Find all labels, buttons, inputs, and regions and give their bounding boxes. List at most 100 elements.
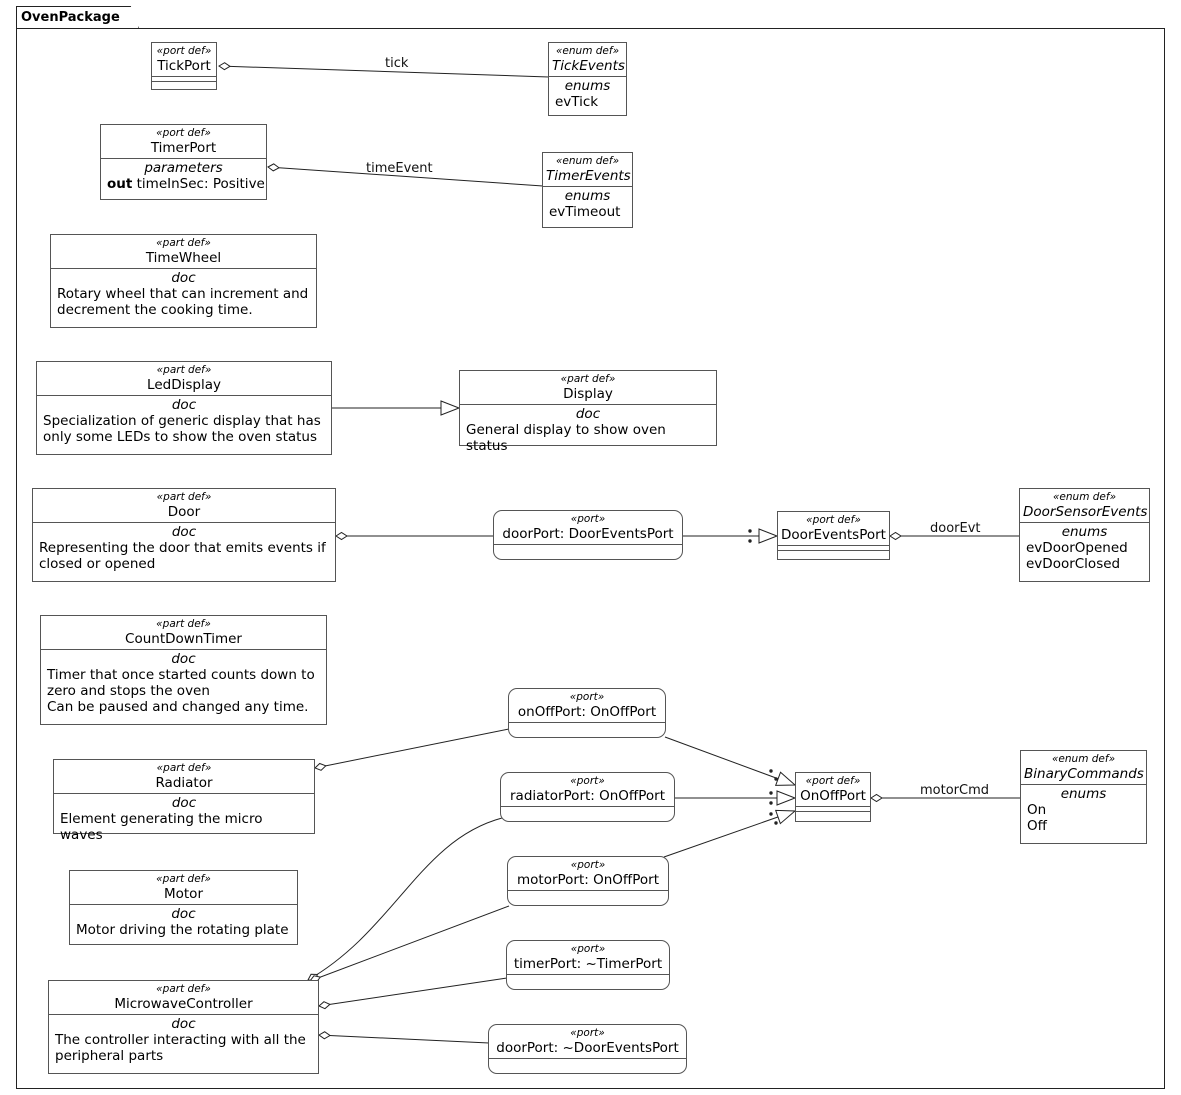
stereotype-label: «port»: [570, 513, 606, 525]
stereotype-label: «enum def»: [1051, 753, 1116, 765]
doc-text: Motor driving the rotating plate: [76, 922, 289, 938]
controller-to-timerport-connector[interactable]: [318, 977, 508, 1010]
leddisplay-part-def[interactable]: «part def» LedDisplay doc Specialization…: [36, 361, 332, 455]
stereotype-label: «port def»: [806, 514, 861, 526]
element-name: timerPort: ~TimerPort: [513, 956, 663, 972]
stereotype-label: «part def»: [156, 762, 212, 774]
timerport-def[interactable]: «port def» TimerPort parameters out time…: [100, 124, 267, 200]
door-part-def[interactable]: «part def» Door doc Representing the doo…: [32, 488, 336, 582]
stereotype-label: «port»: [569, 691, 605, 703]
enums-compartment-title: enums: [1060, 786, 1107, 802]
enum-literal: evTimeout: [549, 204, 621, 220]
element-name: CountDownTimer: [125, 631, 242, 647]
element-name: doorPort: ~DoorEventsPort: [496, 1040, 679, 1056]
element-name: Display: [563, 386, 613, 402]
tick-connector[interactable]: [218, 62, 550, 78]
tick-label: tick: [385, 56, 409, 71]
stereotype-label: «part def»: [156, 873, 211, 885]
radiatorport-usage[interactable]: «port» radiatorPort: OnOffPort: [500, 772, 675, 822]
tickevents-enum-def[interactable]: «enum def» TickEvents enums evTick: [548, 42, 627, 116]
controller-to-doorport-connector[interactable]: [318, 1031, 490, 1044]
doc-text: Representing the door that emits events …: [39, 540, 326, 572]
doc-compartment-title: doc: [171, 795, 197, 811]
motor-part-def[interactable]: «part def» Motor doc Motor driving the r…: [69, 870, 298, 945]
stereotype-label: «part def»: [560, 373, 616, 385]
enum-literal: On: [1027, 802, 1047, 818]
stereotype-label: «port def»: [805, 775, 861, 787]
enum-literal: Off: [1027, 818, 1047, 834]
element-name: motorPort: OnOffPort: [517, 872, 659, 888]
direction-keyword: out: [107, 176, 133, 192]
radiator-to-onoffport-connector[interactable]: [314, 728, 510, 771]
timeevent-connector[interactable]: [267, 163, 544, 187]
onoffport-def[interactable]: «port def» OnOffPort: [795, 772, 871, 822]
stereotype-label: «enum def»: [555, 155, 620, 167]
element-name: LedDisplay: [147, 377, 221, 393]
doc-compartment-title: doc: [171, 1016, 196, 1032]
doc-compartment-title: doc: [171, 270, 196, 286]
controller-to-radiatorport-connector[interactable]: [307, 817, 503, 981]
element-name: TimerEvents: [546, 168, 631, 184]
element-name: radiatorPort: OnOffPort: [510, 788, 665, 804]
stereotype-label: «port»: [570, 859, 606, 871]
element-name: doorPort: DoorEventsPort: [502, 526, 674, 542]
stereotype-label: «port»: [570, 775, 605, 787]
parameter-signature: timeInSec: Positive: [136, 176, 265, 192]
timeevent-label: timeEvent: [366, 161, 433, 176]
enum-literal: evDoorOpened: [1026, 540, 1128, 556]
doorevt-label: doorEvt: [930, 521, 981, 536]
doc-compartment-title: doc: [171, 397, 197, 413]
timewheel-part-def[interactable]: «part def» TimeWheel doc Rotary wheel th…: [50, 234, 317, 328]
tickport-def[interactable]: «port def» TickPort: [151, 42, 217, 90]
element-name: Motor: [163, 886, 203, 902]
element-name: TimerPort: [150, 140, 217, 156]
onoffport-typing[interactable]: [664, 736, 797, 786]
parameter-line: out timeInSec: Positive: [107, 176, 265, 192]
element-name: Radiator: [155, 775, 213, 791]
motorport-typing[interactable]: [663, 809, 797, 858]
doc-text: Timer that once started counts down to z…: [47, 667, 315, 715]
enums-compartment-title: enums: [564, 188, 611, 204]
element-name: onOffPort: OnOffPort: [517, 704, 657, 720]
doc-text: Rotary wheel that can increment and decr…: [57, 286, 309, 318]
element-name: TimeWheel: [145, 250, 222, 266]
stereotype-label: «part def»: [156, 618, 211, 630]
onoffport-usage[interactable]: «port» onOffPort: OnOffPort: [508, 688, 666, 738]
microwavecontroller-part-def[interactable]: «part def» MicrowaveController doc The c…: [48, 980, 319, 1074]
stereotype-label: «part def»: [156, 491, 212, 503]
parameters-compartment-title: parameters: [144, 160, 223, 176]
display-part-def[interactable]: «part def» Display doc General display t…: [459, 370, 717, 454]
timerport-usage[interactable]: «port» timerPort: ~TimerPort: [506, 940, 670, 990]
countdowntimer-part-def[interactable]: «part def» CountDownTimer doc Timer that…: [40, 615, 327, 725]
stereotype-label: «enum def»: [555, 45, 620, 57]
stereotype-label: «part def»: [156, 364, 212, 376]
motorport-usage[interactable]: «port» motorPort: OnOffPort: [507, 856, 669, 906]
doc-text: The controller interacting with all the …: [55, 1032, 306, 1064]
binarycommands-enum-def[interactable]: «enum def» BinaryCommands enums On Off: [1020, 750, 1147, 844]
doorsensorevents-enum-def[interactable]: «enum def» DoorSensorEvents enums evDoor…: [1019, 488, 1150, 582]
doc-text: Element generating the micro waves: [60, 811, 263, 843]
controller-to-motorport-connector[interactable]: [309, 905, 510, 983]
doorport-conjugated-usage[interactable]: «port» doorPort: ~DoorEventsPort: [488, 1024, 687, 1074]
dooreventsport-def[interactable]: «port def» DoorEventsPort: [777, 511, 890, 560]
doc-compartment-title: doc: [171, 651, 196, 667]
enum-literal: evDoorClosed: [1026, 556, 1121, 572]
radiator-part-def[interactable]: «part def» Radiator doc Element generati…: [53, 759, 315, 843]
motorcmd-label: motorCmd: [920, 783, 989, 798]
element-name: OnOffPort: [800, 788, 866, 804]
doc-text: Specialization of generic display that h…: [43, 413, 321, 445]
element-name: TickEvents: [552, 58, 625, 74]
doc-text: General display to show oven status: [466, 422, 666, 454]
timerevents-enum-def[interactable]: «enum def» TimerEvents enums evTimeout: [542, 152, 633, 228]
doc-compartment-title: doc: [575, 406, 601, 422]
element-name: TickPort: [157, 58, 211, 74]
doorport-usage[interactable]: «port» doorPort: DoorEventsPort: [493, 510, 683, 560]
enums-compartment-title: enums: [1061, 524, 1108, 540]
enums-compartment-title: enums: [564, 78, 611, 94]
element-name: DoorSensorEvents: [1023, 504, 1148, 520]
element-name: BinaryCommands: [1024, 766, 1144, 782]
element-name: MicrowaveController: [114, 996, 253, 1012]
package-tab[interactable]: OvenPackage: [16, 6, 139, 28]
